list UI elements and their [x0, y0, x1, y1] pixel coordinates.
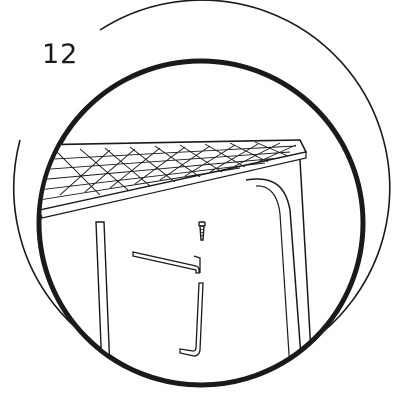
outer-ring	[12, 0, 391, 377]
cabinet-side-panel-front	[299, 159, 313, 371]
cabinet-side-panel	[245, 178, 303, 371]
grid-pattern	[41, 141, 297, 201]
allen-key-long-icon	[179, 282, 204, 357]
allen-key-icon	[132, 251, 200, 274]
cabinet-side-panel-inner	[255, 185, 291, 371]
allen-key-short-arm	[193, 255, 201, 273]
screw-icon	[198, 221, 206, 241]
cabinet-drawing	[41, 139, 313, 371]
step-number: 12	[38, 40, 106, 70]
